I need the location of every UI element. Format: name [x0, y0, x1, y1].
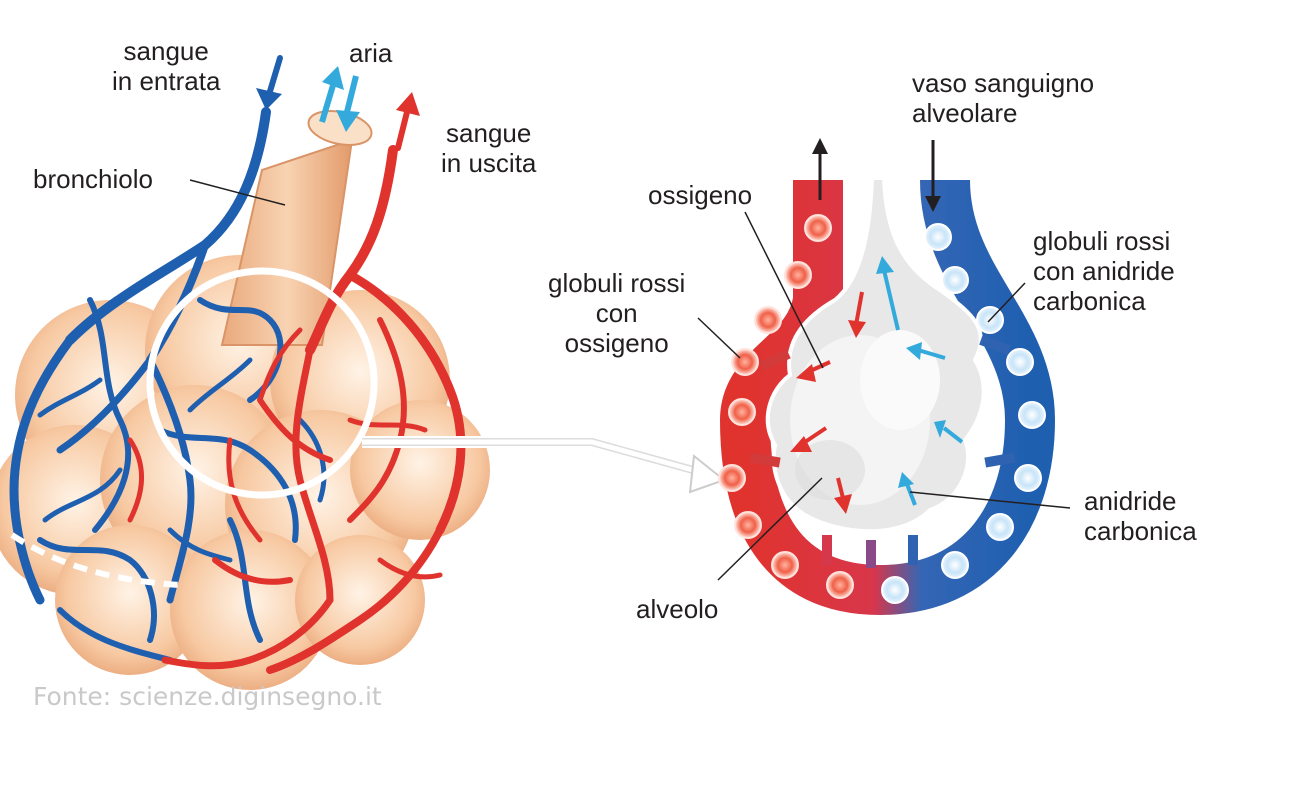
vessel-sac-pegs	[749, 335, 1016, 568]
bronchiolo-leader	[189, 179, 286, 206]
label-aria: aria	[349, 38, 393, 68]
label-bronchiolo: bronchiolo	[33, 164, 153, 194]
air-arrows	[319, 66, 360, 132]
alveolus-detail	[697, 138, 1071, 616]
blue-blood-cells	[881, 223, 1046, 604]
leader-lines	[697, 211, 1071, 581]
red-capillaries	[127, 145, 466, 674]
blood-out-arrow	[395, 92, 420, 151]
label-ossigeno: ossigeno	[648, 180, 753, 210]
label-anidride-carbonica: anidride carbonica	[1084, 486, 1197, 546]
flow-out-arrow	[812, 138, 828, 200]
co2-arrows	[876, 256, 964, 506]
source-credit: Fonte: scienze.diginsegno.it	[33, 682, 382, 711]
label-vaso-sanguigno-alveolare: vaso sanguigno alveolare	[912, 68, 1095, 128]
alveolar-cluster	[0, 55, 490, 690]
label-alveolo: alveolo	[636, 594, 719, 624]
oxygen-arrows	[790, 291, 866, 514]
blood-in-arrow	[256, 55, 283, 110]
label-globuli-rossi-con-ossigeno: globuli rossi con ossigeno	[548, 268, 686, 358]
flow-in-arrow	[925, 140, 941, 212]
red-blood-cells	[718, 214, 854, 599]
label-sangue-in-entrata: sangue in entrata	[112, 36, 221, 96]
section-dashed-line	[10, 532, 181, 588]
magnifier-circle	[146, 267, 378, 499]
zoom-connector-arrow	[362, 436, 727, 494]
label-sangue-in-uscita: sangue in uscita	[441, 118, 537, 178]
label-globuli-rossi-con-anidride-carbonica: globuli rossi con anidride carbonica	[1033, 226, 1175, 316]
